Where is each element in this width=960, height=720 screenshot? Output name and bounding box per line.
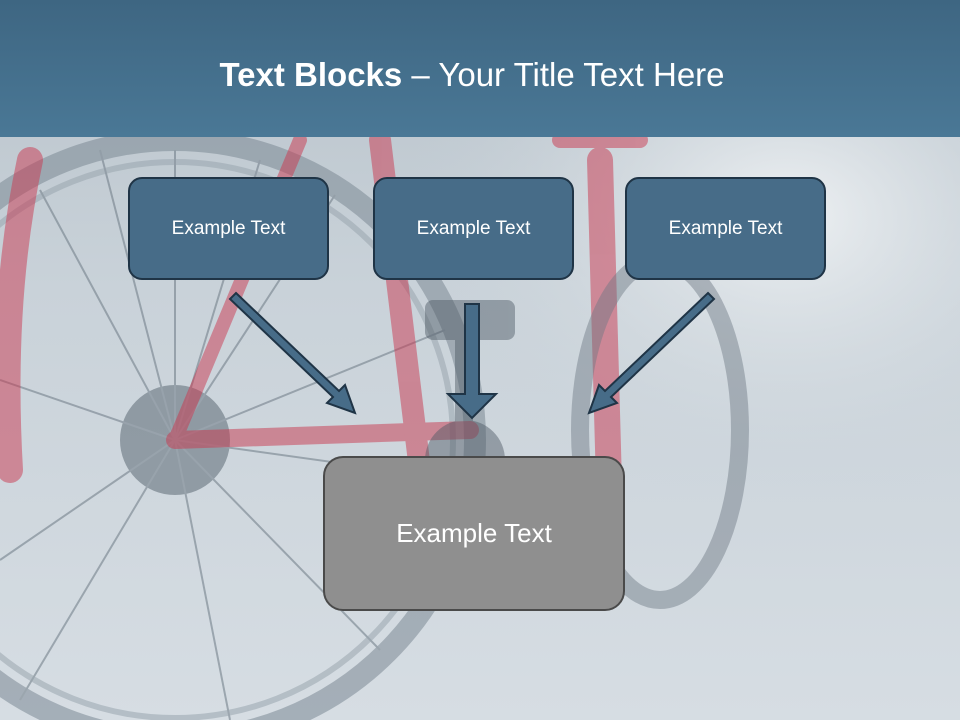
arrow-down-left-icon (587, 291, 716, 415)
text-block-3[interactable]: Example Text (625, 177, 826, 280)
title-dash: – (402, 56, 439, 93)
text-block-1[interactable]: Example Text (128, 177, 329, 280)
title-rest: Your Title Text Here (438, 56, 725, 93)
text-block-1-label: Example Text (171, 217, 286, 239)
main-text-block[interactable]: Example Text (323, 456, 625, 611)
text-block-3-label: Example Text (668, 217, 783, 239)
text-block-2[interactable]: Example Text (373, 177, 574, 280)
arrow-down-icon (445, 303, 499, 420)
title-bar (0, 0, 960, 137)
page-title: Text Blocks – Your Title Text Here (0, 56, 944, 94)
title-bold: Text Blocks (219, 56, 403, 93)
arrow-down-right-icon (228, 291, 357, 415)
main-text-block-label: Example Text (396, 518, 552, 548)
text-block-2-label: Example Text (416, 217, 531, 239)
